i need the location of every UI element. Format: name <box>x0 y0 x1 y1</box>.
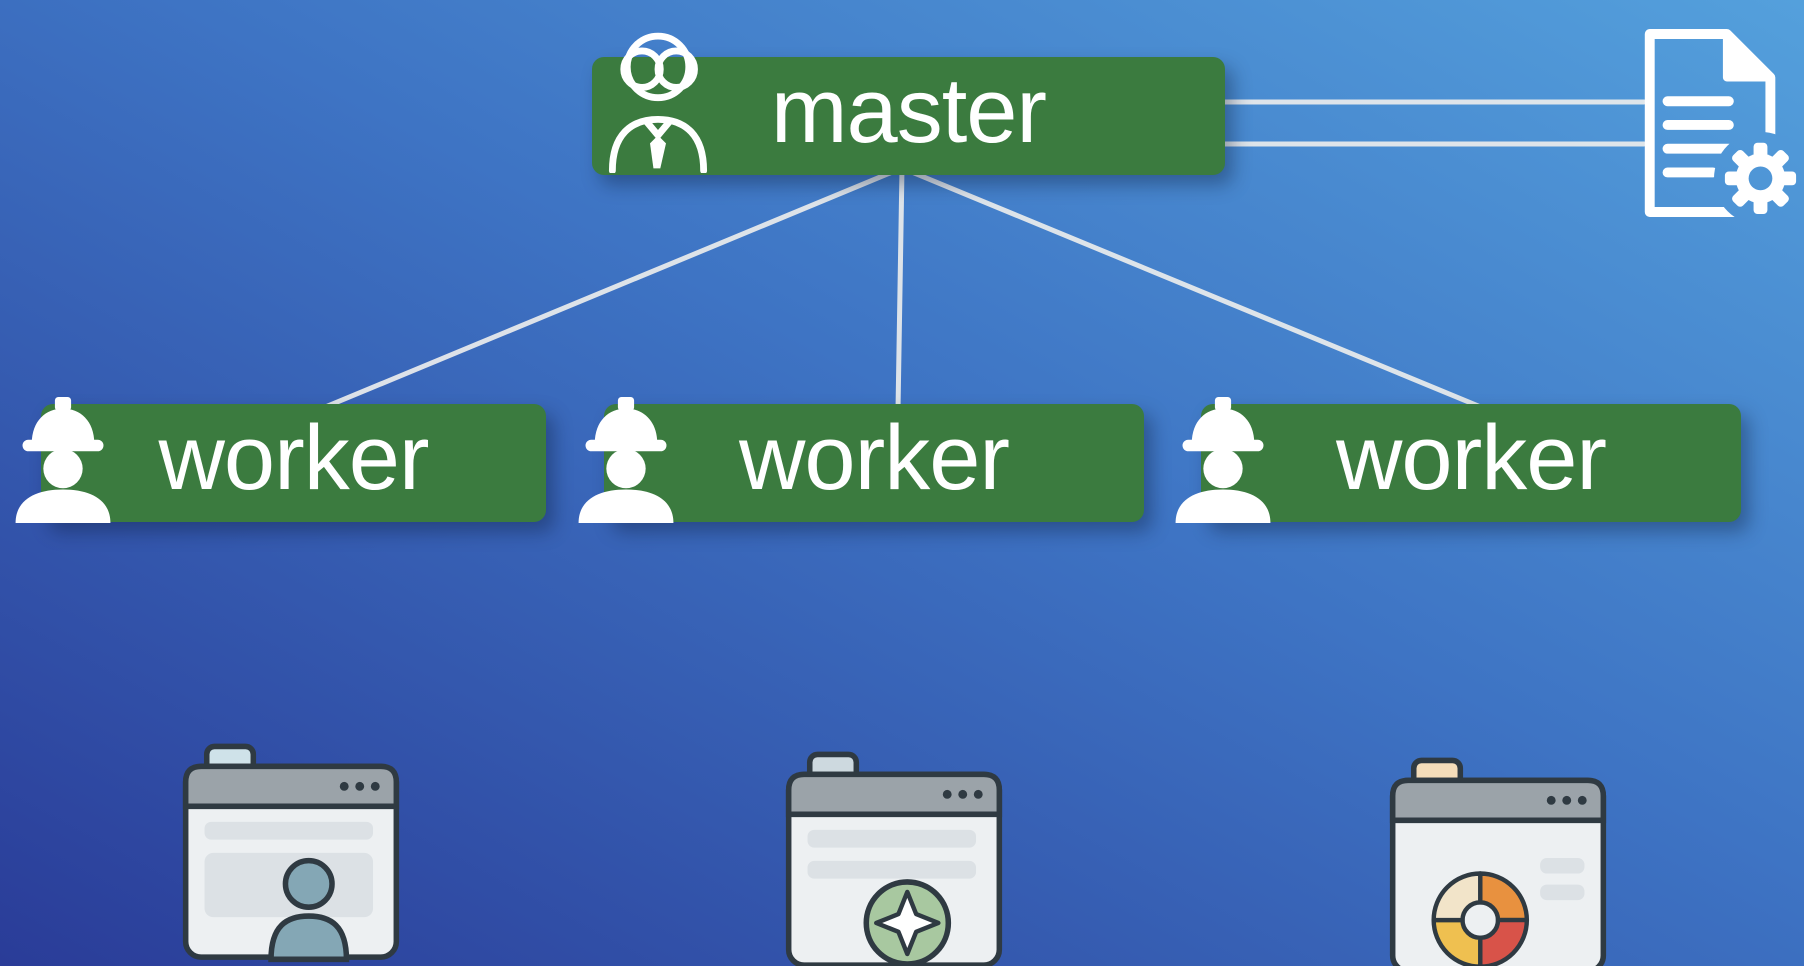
donut-chart <box>1431 871 1530 966</box>
gear-shape <box>1724 142 1797 214</box>
titlebar-dots <box>339 781 380 791</box>
worker-label-3: worker <box>1335 407 1607 509</box>
folded-corner <box>1722 30 1775 82</box>
construction-worker-icon <box>1175 396 1271 523</box>
content-line <box>204 821 374 840</box>
worker-label-1: worker <box>158 407 429 509</box>
user-silhouette <box>268 857 350 963</box>
master-node: master <box>592 32 1225 175</box>
browser-titlebar <box>182 763 400 810</box>
connector-master-worker-1 <box>315 165 905 413</box>
master-label: master <box>770 60 1047 162</box>
manager-person-icon <box>608 32 708 173</box>
document-gear-icon <box>1644 29 1797 217</box>
content-line <box>807 860 977 879</box>
content-line <box>807 829 977 848</box>
content-line <box>1540 884 1585 901</box>
content-line <box>1540 858 1585 874</box>
connector-master-worker-3 <box>899 165 1491 413</box>
construction-worker-icon <box>578 396 674 523</box>
worker-label-2: worker <box>738 407 1010 509</box>
titlebar-dots <box>942 789 983 799</box>
titlebar-dots <box>1546 795 1587 805</box>
browser-window-compass-icon <box>785 751 1003 966</box>
construction-worker-icon <box>15 396 111 523</box>
tie-shape <box>650 135 666 169</box>
worker-node-1: worker <box>15 396 546 523</box>
browser-titlebar <box>785 771 1003 818</box>
browser-titlebar <box>1389 777 1607 824</box>
worker-node-2: worker <box>578 396 1144 523</box>
worker-node-3: worker <box>1175 396 1741 523</box>
compass-star <box>863 879 952 966</box>
browser-window-donut-chart-icon <box>1389 757 1607 966</box>
browser-window-user-icon <box>182 743 400 963</box>
connector-master-worker-2 <box>895 165 905 413</box>
